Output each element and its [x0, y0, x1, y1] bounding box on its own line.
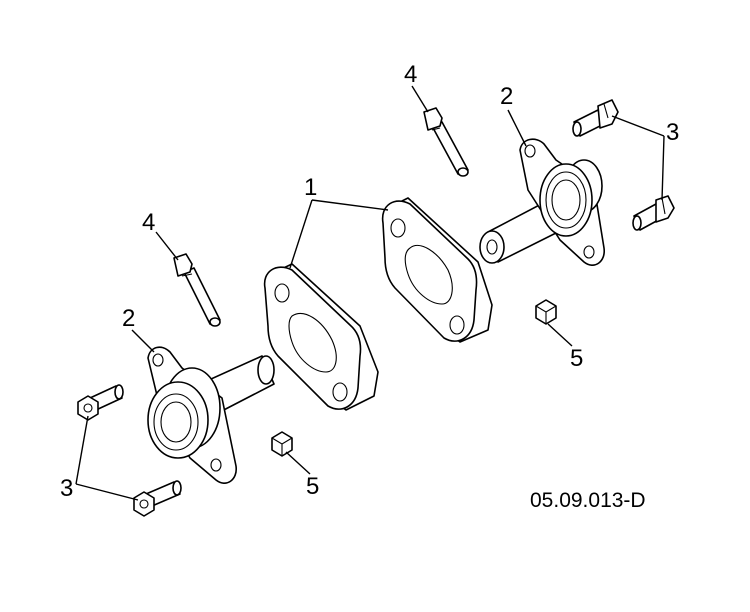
callout-label-1: 1: [304, 174, 317, 201]
spacer-plate-rear: [381, 197, 493, 343]
callout-label-3-left: 3: [60, 475, 73, 502]
hex-bolt-right-lower: [632, 195, 675, 231]
callout-label-2-left: 2: [122, 305, 135, 332]
hex-nut-right: [535, 299, 557, 325]
spacer-plate-front: [263, 263, 379, 411]
callout-label-5-right: 5: [570, 345, 583, 372]
hex-bolt-left-upper: [77, 384, 124, 421]
bearing-flange-right: [479, 138, 605, 266]
callout-label-4-right: 4: [404, 61, 417, 88]
hex-bolt-right-upper: [572, 99, 619, 137]
callout-label-5-left: 5: [306, 473, 319, 500]
long-bolt-right: [423, 107, 469, 177]
hex-bolt-left-lower: [133, 480, 182, 517]
callout-label-4-left: 4: [142, 209, 155, 236]
long-bolt-left: [173, 253, 221, 327]
hex-nut-left: [271, 431, 293, 457]
leader-lines: [75, 85, 665, 501]
diagram-reference-code: 05.09.013-D: [530, 489, 646, 512]
callout-label-3-right: 3: [666, 119, 679, 146]
bearing-flange-left: [147, 346, 275, 484]
callout-label-2-right: 2: [500, 83, 513, 110]
